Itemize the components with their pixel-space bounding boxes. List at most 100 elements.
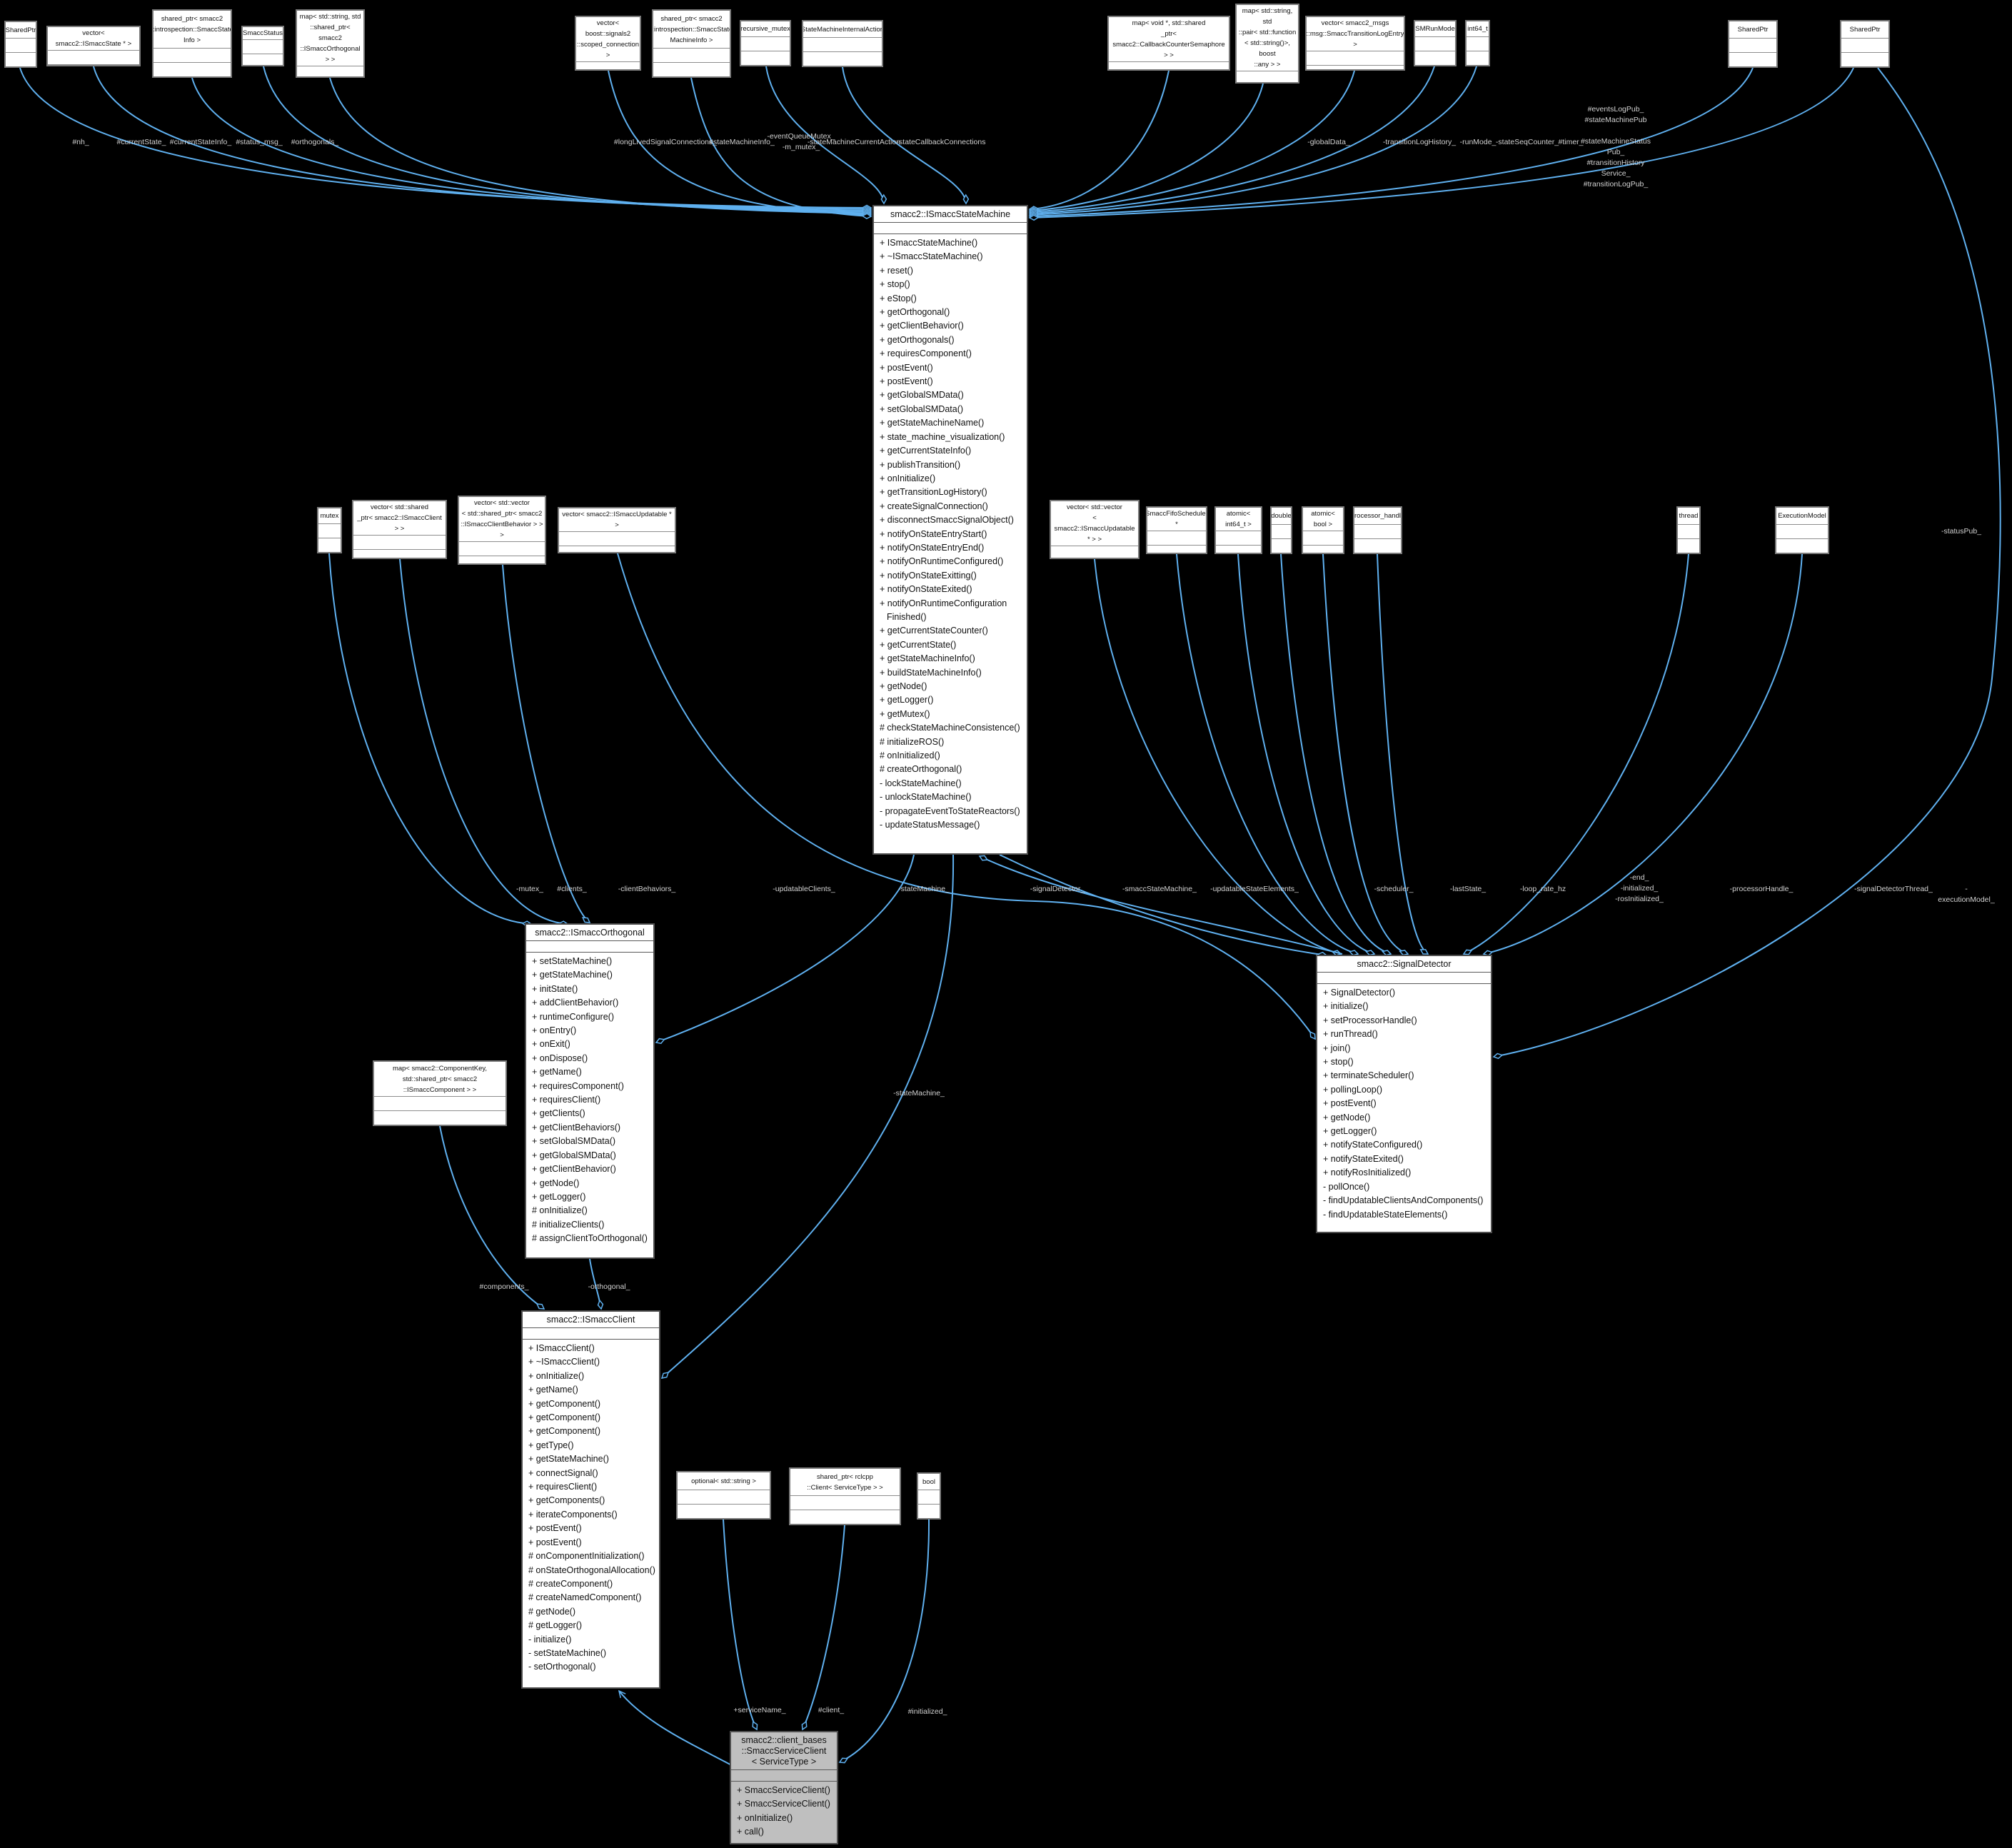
edge-label: -stateMachine_ xyxy=(898,885,950,893)
type-node-map-components: map< smacc2::ComponentKey, std::shared_p… xyxy=(373,1060,507,1126)
class-node-ismacc-state-machine[interactable]: smacc2::ISmaccStateMachine+ ISmaccStateM… xyxy=(872,205,1028,855)
method-entry: + stop() xyxy=(1323,1057,1354,1068)
method-entry: + onInitialize() xyxy=(880,473,936,483)
empty-compartment xyxy=(1776,538,1828,553)
method-entry: + setGlobalSMData() xyxy=(880,403,964,414)
type-node-title: atomic< int64_t > xyxy=(1225,510,1252,528)
method-entry: + postEvent() xyxy=(528,1523,582,1534)
method-entry: + getGlobalSMData() xyxy=(532,1150,616,1160)
edge-label: -globalData_ xyxy=(1307,138,1350,146)
empty-compartment xyxy=(1216,531,1261,545)
empty-compartment xyxy=(353,535,446,549)
type-node-title: processor_handle xyxy=(1353,512,1402,520)
type-node-recursive-mutex: recursive_mutex xyxy=(740,20,791,66)
empty-compartment xyxy=(1307,65,1404,69)
empty-compartment xyxy=(1303,531,1343,545)
type-node-thread: thread xyxy=(1676,506,1701,554)
method-entry: + notifyOnStateExited() xyxy=(880,584,972,595)
type-node-title: SMRunMode xyxy=(1415,25,1455,33)
method-entry: + requiresComponent() xyxy=(532,1080,624,1091)
method-entry: + getGlobalSMData() xyxy=(880,390,964,401)
method-entry: + onEntry() xyxy=(532,1025,577,1036)
method-entry: + getStateMachine() xyxy=(532,970,613,980)
empty-compartment xyxy=(459,541,545,556)
method-entry: + state_machine_visualization() xyxy=(880,431,1005,442)
class-node-signal-detector[interactable]: smacc2::SignalDetector+ SignalDetector()… xyxy=(1316,955,1492,1233)
empty-compartment xyxy=(918,1504,940,1518)
type-node-title: double xyxy=(1271,512,1292,520)
class-node-smacc-service-client[interactable]: smacc2::client_bases ::SmaccServiceClien… xyxy=(730,1731,838,1844)
edge-label: -stateMachine_ xyxy=(893,1089,945,1098)
empty-compartment xyxy=(353,549,446,558)
edge-label: -end_ -initialized_ -rosInitialized_ xyxy=(1615,873,1664,903)
empty-compartment xyxy=(741,36,790,51)
method-entry: - findUpdatableClientsAndComponents() xyxy=(1323,1195,1484,1206)
method-entry: # createOrthogonal() xyxy=(880,764,962,775)
attributes-compartment xyxy=(874,223,1027,234)
method-entry: + call() xyxy=(737,1827,764,1837)
method-entry: + getTransitionLogHistory() xyxy=(880,487,987,498)
method-entry: + publishTransition() xyxy=(880,459,961,470)
method-entry: # onComponentInitialization() xyxy=(528,1551,645,1562)
method-entry: + getLogger() xyxy=(880,695,934,705)
type-node-smacc-fifo-scheduler: SmaccFifoScheduler * xyxy=(1146,506,1207,554)
type-node-execution-model: ExecutionModel xyxy=(1775,506,1829,554)
empty-compartment xyxy=(1729,52,1776,66)
type-node-title: shared_ptr< rclcpp ::Client< ServiceType… xyxy=(807,1472,883,1492)
method-entry: # onInitialize() xyxy=(532,1205,588,1216)
method-entry: + getCurrentState() xyxy=(880,639,957,650)
edge-label: -executionModel_ xyxy=(1938,885,1995,904)
class-title: smacc2::SignalDetector xyxy=(1317,956,1491,973)
method-entry: + runThread() xyxy=(1323,1029,1378,1040)
edge-label: #client_ xyxy=(818,1706,845,1714)
method-entry: + getComponent() xyxy=(528,1426,601,1437)
class-node-ismacc-client[interactable]: smacc2::ISmaccClient+ ISmaccClient()+ ~I… xyxy=(521,1310,660,1689)
type-node-shared-ptr-pubs: SharedPtr xyxy=(1840,20,1890,68)
edge-label: #nh_ xyxy=(72,138,89,146)
type-node-title: vector< std::vector < std::shared_ptr< s… xyxy=(461,499,543,539)
edge-label: -smaccStateMachine_ xyxy=(1122,885,1197,893)
type-node-double: double xyxy=(1270,506,1292,554)
edge-label: -scheduler_ xyxy=(1374,885,1414,893)
method-entry: + getLogger() xyxy=(1323,1126,1377,1137)
empty-compartment xyxy=(1776,524,1828,538)
method-entry: - setStateMachine() xyxy=(528,1647,607,1658)
type-node-mutex: mutex xyxy=(317,507,342,553)
method-entry: + initState() xyxy=(532,983,578,994)
class-node-ismacc-orthogonal[interactable]: smacc2::ISmaccOrthogonal+ setStateMachin… xyxy=(525,923,655,1259)
edge-label: -signalDetector_ xyxy=(1030,885,1085,893)
empty-compartment xyxy=(559,531,675,546)
type-node-sm-run-mode: SMRunMode xyxy=(1414,20,1457,66)
edge-label: #currentState_ xyxy=(116,138,166,146)
method-entry: + SmaccServiceClient() xyxy=(737,1785,830,1795)
empty-compartment xyxy=(243,39,283,54)
methods-compartment: + SignalDetector()+ initialize()+ setPro… xyxy=(1317,984,1491,1224)
method-entry: + addClientBehavior() xyxy=(532,998,619,1008)
method-entry: + connectSignal() xyxy=(528,1467,598,1478)
method-entry: + notifyOnStateExitting() xyxy=(880,570,977,581)
type-node-vector-clientbehavior: vector< std::vector < std::shared_ptr< s… xyxy=(458,496,546,565)
method-entry: + getStateMachineInfo() xyxy=(880,653,975,664)
type-node-shared-ptr-nh: SharedPtr xyxy=(4,21,37,68)
type-node-map-global-data: map< std::string, std ::pair< std::funct… xyxy=(1235,4,1299,84)
method-entry: # initializeClients() xyxy=(532,1219,605,1230)
empty-compartment xyxy=(1147,531,1206,545)
method-entry: + onDispose() xyxy=(532,1053,588,1063)
method-entry: + buildStateMachineInfo() xyxy=(880,667,982,678)
empty-compartment xyxy=(318,538,341,552)
method-entry: + reset() xyxy=(880,265,913,276)
type-node-vector-vector-updatable: vector< std::vector < smacc2::ISmaccUpda… xyxy=(1050,500,1140,559)
edge-label: -transitionLogHistory_ xyxy=(1382,138,1457,146)
class-title: smacc2::ISmaccClient xyxy=(523,1312,659,1328)
method-entry: + notifyOnStateEntryStart() xyxy=(880,528,987,539)
method-entry: + join() xyxy=(1323,1043,1351,1053)
empty-compartment xyxy=(653,48,730,62)
method-entry: # assignClientToOrthogonal() xyxy=(532,1233,648,1244)
method-entry: + notifyOnStateEntryEnd() xyxy=(880,542,985,553)
edge-label: -orthogonal_ xyxy=(588,1282,630,1291)
empty-compartment xyxy=(1109,61,1229,69)
method-entry: + getMutex() xyxy=(880,708,930,719)
method-entry: + getComponent() xyxy=(528,1398,601,1409)
empty-compartment xyxy=(790,1510,900,1524)
